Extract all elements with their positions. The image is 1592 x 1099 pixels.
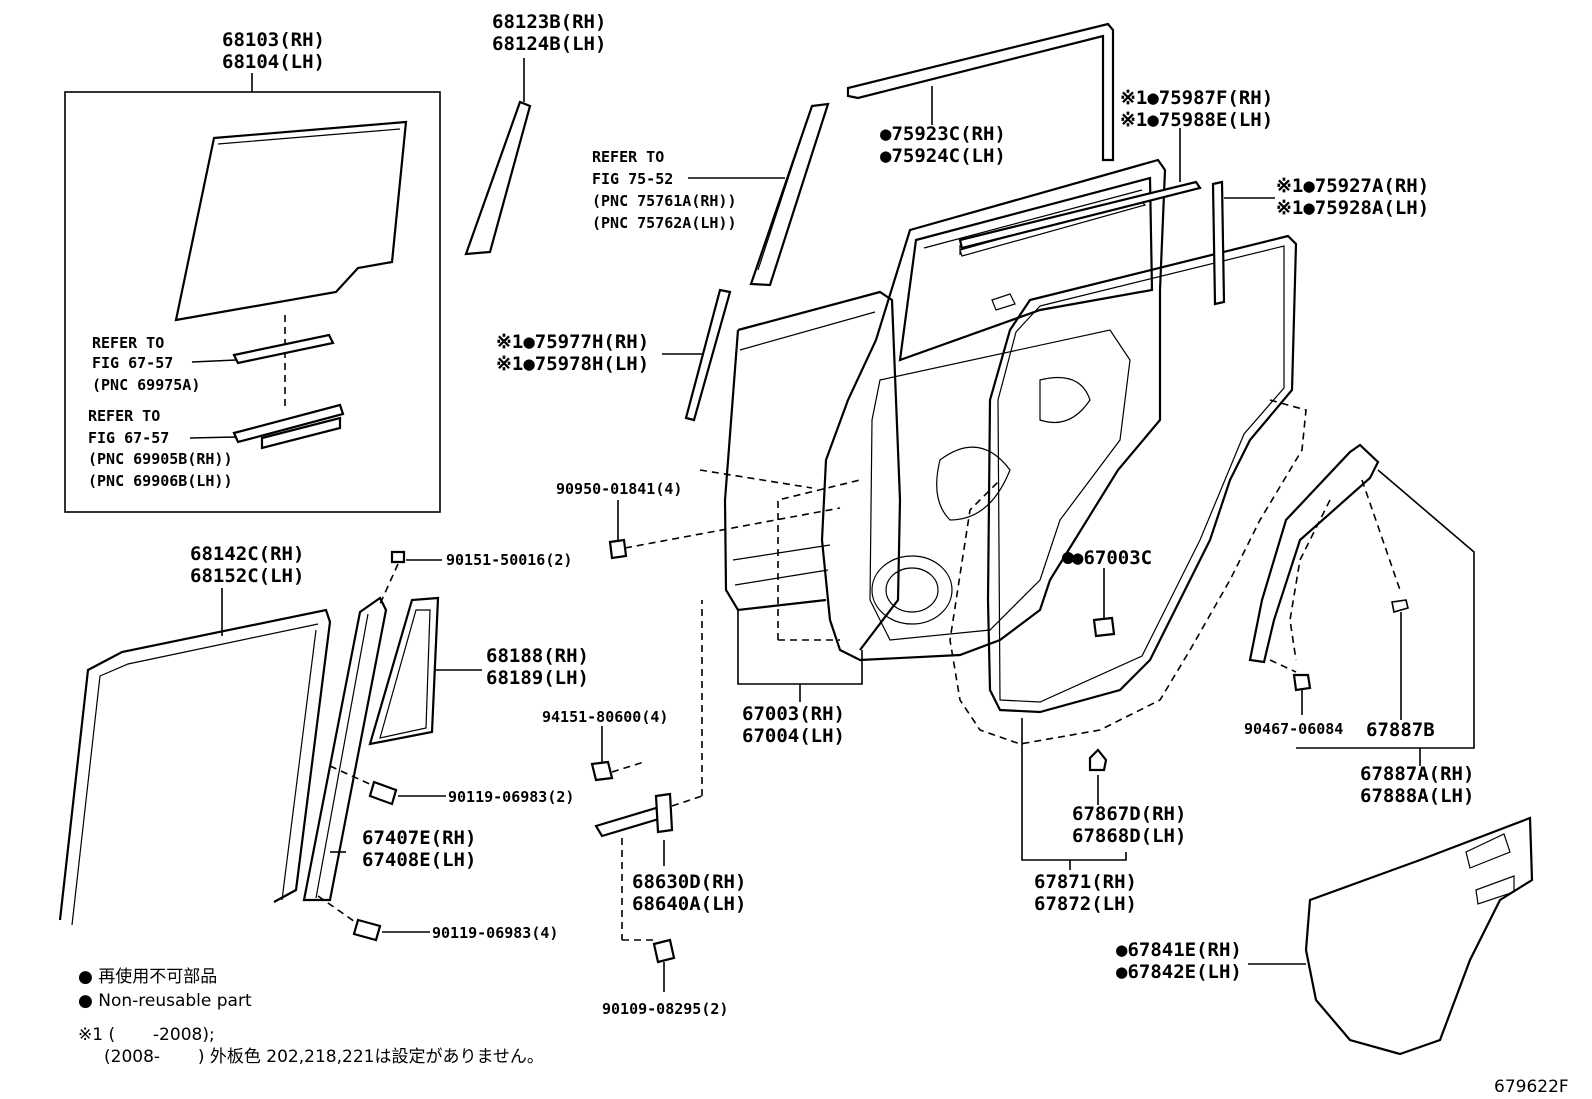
- window-channel-lower: [58, 588, 332, 926]
- label-68142c: 68142C(RH): [190, 543, 304, 565]
- label-refer-69975-c: (PNC 69975A): [92, 376, 200, 394]
- label-67867d: 67867D(RH): [1072, 803, 1186, 825]
- window-channel-67407e: [302, 596, 388, 902]
- label-67407e: 67407E(RH): [362, 827, 476, 849]
- clip-67867d: [1088, 748, 1108, 805]
- glass-inset-group: [64, 73, 441, 513]
- rear-quarter-glass-upper: [464, 100, 532, 256]
- label-94151: 94151-80600(4): [542, 708, 668, 726]
- bolt-90109: [652, 938, 676, 992]
- label-67003: 67003(RH): [742, 703, 845, 725]
- label-refer-69905-c: (PNC 69905B(RH)): [88, 450, 233, 468]
- label-75987f: ※1●75987F(RH): [1120, 87, 1273, 109]
- label-90109: 90109-08295(2): [602, 1000, 728, 1018]
- label-90467: 90467-06084: [1244, 720, 1343, 738]
- legend-nonreusable-jp: ● 再使用不可部品: [78, 966, 217, 987]
- label-90119-a: 90119-06983(2): [448, 788, 574, 806]
- legend-nonreusable-en: ● Non-reusable part: [78, 991, 252, 1011]
- label-68630d: 68630D(RH): [632, 871, 746, 893]
- label-68123b: 68123B(RH): [492, 11, 606, 33]
- label-68189: 68189(LH): [486, 667, 589, 689]
- door-weatherstrip: [986, 234, 1298, 714]
- label-68640a: 68640A(LH): [632, 893, 746, 915]
- label-75977h: ※1●75977H(RH): [496, 331, 649, 353]
- glass-run-strip-lower: [232, 403, 345, 444]
- label-67003c: ●67003C: [1072, 547, 1152, 569]
- label-90119-b: 90119-06983(4): [432, 924, 558, 942]
- label-67887a: 67887A(RH): [1360, 763, 1474, 785]
- label-67004: 67004(LH): [742, 725, 845, 747]
- label-67871: 67871(RH): [1034, 871, 1137, 893]
- label-68124b: 68124B(LH): [492, 33, 606, 55]
- label-refer-75-52-a: REFER TO: [592, 148, 664, 166]
- bolt-90119-b: [317, 895, 430, 942]
- door-pillar-garnish: [749, 102, 830, 287]
- label-67888a: 67888A(LH): [1360, 785, 1474, 807]
- belt-molding-outer: [958, 180, 1202, 250]
- label-refer-69975-a: REFER TO: [92, 334, 164, 352]
- legend: ● 再使用不可部品 ● Non-reusable part ※1 ( -2008…: [78, 966, 544, 1067]
- label-67872: 67872(LH): [1034, 893, 1137, 915]
- label-67868d: 67868D(LH): [1072, 825, 1186, 847]
- label-68188: 68188(RH): [486, 645, 589, 667]
- rear-quarter-glass-lower: [368, 596, 482, 746]
- label-75928a: ※1●75928A(LH): [1276, 197, 1429, 219]
- label-75978h: ※1●75978H(LH): [496, 353, 649, 375]
- label-75924c: ●75924C(LH): [880, 145, 1006, 167]
- label-glass-rh: 68103(RH): [222, 29, 325, 51]
- label-refer-75-52-c: (PNC 75761A(RH)): [592, 192, 737, 210]
- door-glass-shape: [174, 120, 408, 322]
- figure-number: 679622F: [1494, 1077, 1569, 1097]
- label-67842e: ●67842E(LH): [1116, 961, 1242, 983]
- clip-90950: [608, 500, 628, 560]
- label-90151: 90151-50016(2): [446, 551, 572, 569]
- label-refer-69975-b: FIG 67-57: [92, 354, 173, 372]
- label-refer-69905-a: REFER TO: [88, 407, 160, 425]
- bolt-90119-a: [329, 765, 446, 806]
- labels: 68103(RH) 68104(LH) 68123B(RH) 68124B(LH…: [88, 11, 1569, 1097]
- label-68152c: 68152C(LH): [190, 565, 304, 587]
- door-service-cover: [1248, 816, 1534, 1056]
- screw-90151: [379, 550, 442, 605]
- legend-note-line1: ※1 ( -2008);: [78, 1025, 215, 1045]
- label-75923c: ●75923C(RH): [880, 123, 1006, 145]
- label-90950: 90950-01841(4): [556, 480, 682, 498]
- rear-window-strip: [1211, 180, 1226, 306]
- label-67841e: ●67841E(RH): [1116, 939, 1242, 961]
- label-refer-69905-b: FIG 67-57: [88, 429, 169, 447]
- label-refer-75-52-b: FIG 75-52: [592, 170, 673, 188]
- legend-note-line2: (2008- ) 外板色 202,218,221は設定がありません。: [104, 1047, 544, 1067]
- label-glass-lh: 68104(LH): [222, 51, 325, 73]
- door-outer-panel: [820, 158, 1167, 662]
- label-75988e: ※1●75988E(LH): [1120, 109, 1273, 131]
- door-plug-67003c: [1062, 552, 1116, 638]
- label-75927a: ※1●75927A(RH): [1276, 175, 1429, 197]
- label-67887b: 67887B: [1366, 719, 1435, 741]
- belt-molding-small: [684, 288, 732, 422]
- roof-weatherstrip: [846, 22, 1115, 162]
- label-refer-75-52-d: (PNC 75762A(LH)): [592, 214, 737, 232]
- wheel-arch-trim: [1248, 443, 1475, 766]
- label-67408e: 67408E(LH): [362, 849, 476, 871]
- glass-run-strip-upper: [232, 333, 335, 365]
- door-check: [594, 600, 703, 941]
- label-refer-69905-d: (PNC 69906B(LH)): [88, 472, 233, 490]
- nut-94151: [590, 726, 645, 782]
- door-shell-group: [723, 158, 1167, 662]
